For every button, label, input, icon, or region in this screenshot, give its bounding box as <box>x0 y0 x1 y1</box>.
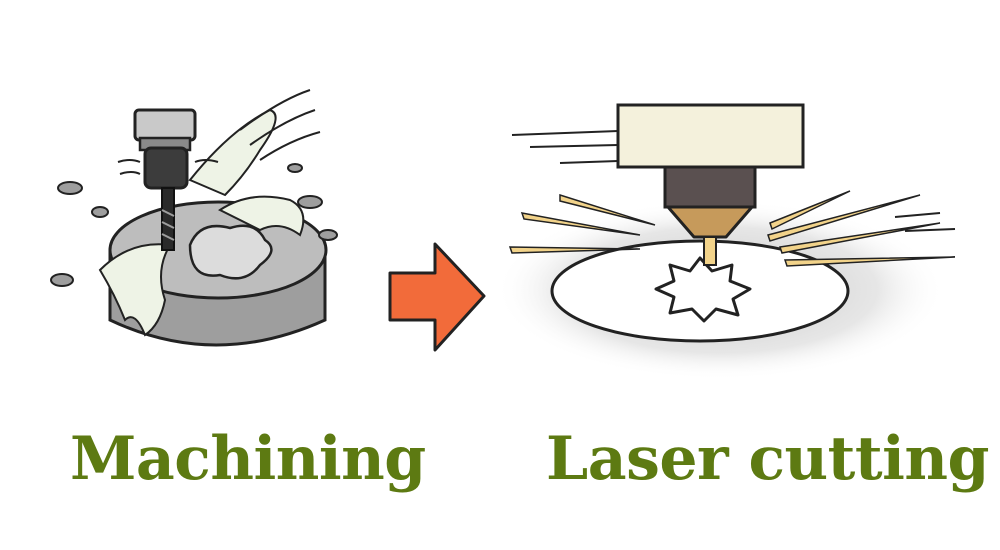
machining-label: Machining <box>70 424 426 494</box>
laser-cutting-label: Laser cutting <box>546 424 989 494</box>
right-arrow-icon <box>380 238 490 358</box>
laser-cutter-icon <box>500 103 956 380</box>
machining-illustration <box>40 70 400 380</box>
laser-cutting-illustration <box>500 95 970 395</box>
milling-machine-icon <box>50 89 338 347</box>
